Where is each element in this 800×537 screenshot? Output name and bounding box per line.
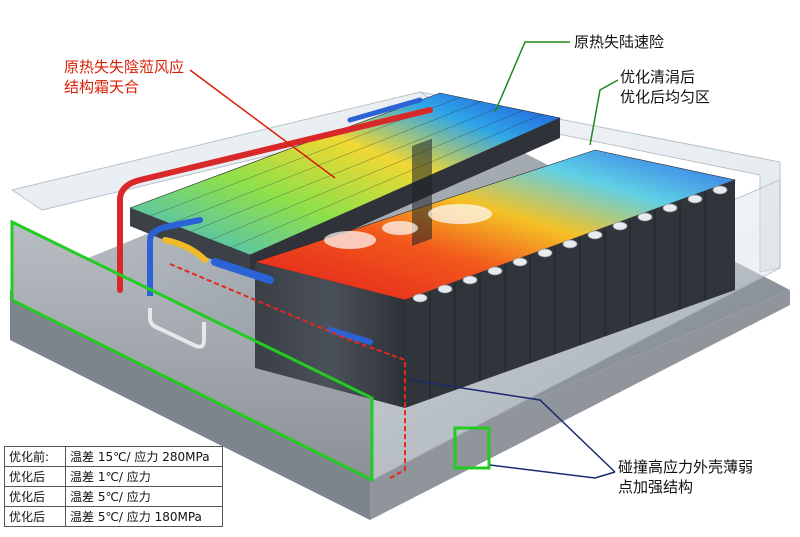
failure-path-dashed [169, 263, 406, 479]
row-value: 温差 1℃/ 应力 [65, 466, 223, 487]
row-label: 优化后 [4, 486, 66, 507]
carry-handle [148, 300, 206, 349]
crash-reinforcement-callout: 碰撞高应力外壳薄弱 点加强结构 [618, 457, 753, 497]
thermal-spread-callout: 原热失陆速险 [574, 32, 664, 52]
corner-highlight [453, 426, 491, 470]
crash-reinforcement-callout-line1: 碰撞高应力外壳薄弱 [618, 458, 754, 476]
handle-plate [144, 296, 156, 308]
optimized-uniform-callout-line1: 优化清涓后 [620, 68, 696, 86]
optimized-uniform-callout-line2: 优化后均匀区 [620, 88, 711, 106]
navy-leader-corner [489, 464, 616, 479]
row-label: 优化后 [4, 506, 66, 527]
navy-leader-line [409, 379, 616, 473]
green-leader-mid [589, 79, 619, 146]
optimized-uniform-callout: 优化清涓后 优化后均匀区 [620, 67, 710, 107]
tray-base [10, 290, 370, 520]
crash-reinforcement-callout-line2: 点加强结构 [618, 478, 694, 496]
table-row: 优化后 温差 1℃/ 应力 [4, 466, 223, 487]
side-wall-highlight [10, 219, 374, 483]
table-row: 优化前: 温差 15℃/ 应力 280MPa [4, 446, 223, 467]
tray-right-lip [370, 290, 790, 520]
optimization-summary-table: 优化前: 温差 15℃/ 应力 280MPa 优化后 温差 1℃/ 应力 优化后… [4, 446, 223, 527]
thermal-runaway-callout: 原热失失陰蒞风应 结构霜天合 [64, 57, 184, 97]
thermal-runaway-callout-line2: 结构霜天合 [64, 78, 140, 96]
row-value: 温差 5℃/ 应力 [65, 486, 223, 507]
coolant-pipes [117, 97, 433, 345]
green-leader-top [494, 41, 570, 113]
row-label: 优化前: [4, 446, 66, 467]
row-value: 温差 15℃/ 应力 280MPa [65, 446, 223, 467]
thermal-spread-callout-line1: 原热失陆速险 [574, 33, 665, 51]
thermal-runaway-callout-line1: 原热失失陰蒞风应 [64, 58, 185, 76]
hot-module [253, 138, 737, 408]
table-row: 优化后 温差 5℃/ 应力 180MPa [4, 506, 223, 527]
red-leader-line [189, 69, 336, 179]
row-value: 温差 5℃/ 应力 180MPa [65, 506, 223, 527]
table-row: 优化后 温差 5℃/ 应力 [4, 486, 223, 507]
row-label: 优化后 [4, 466, 66, 487]
